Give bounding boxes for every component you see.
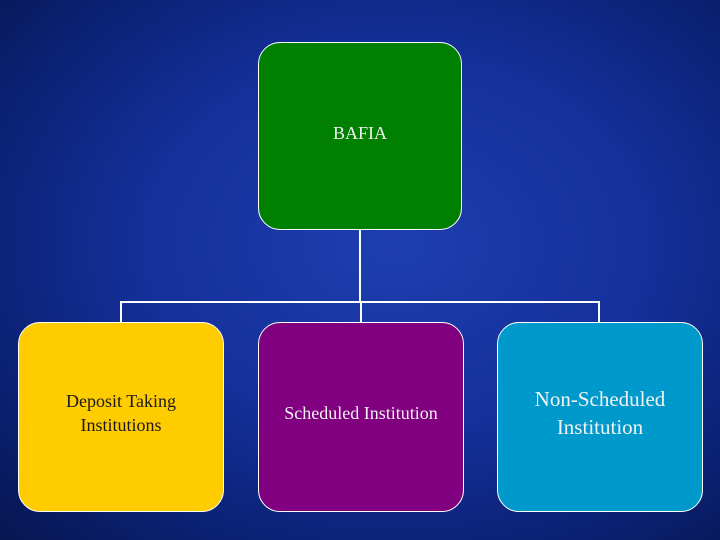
bafia-label: BAFIA bbox=[332, 122, 387, 143]
deposit-taking-institutions-node: Deposit Taking Institutions bbox=[18, 322, 224, 512]
bafia-node: BAFIA bbox=[258, 42, 462, 230]
scheduled-institution-node: Scheduled Institution bbox=[258, 322, 464, 512]
non-scheduled-institution-node: Non-Scheduled Institution bbox=[497, 322, 703, 512]
deposit-taking-institutions-label: Deposit Taking Institutions bbox=[66, 391, 176, 435]
scheduled-institution-label: Scheduled Institution bbox=[284, 403, 438, 423]
non-scheduled-institution-label: Non-Scheduled Institution bbox=[534, 387, 666, 439]
